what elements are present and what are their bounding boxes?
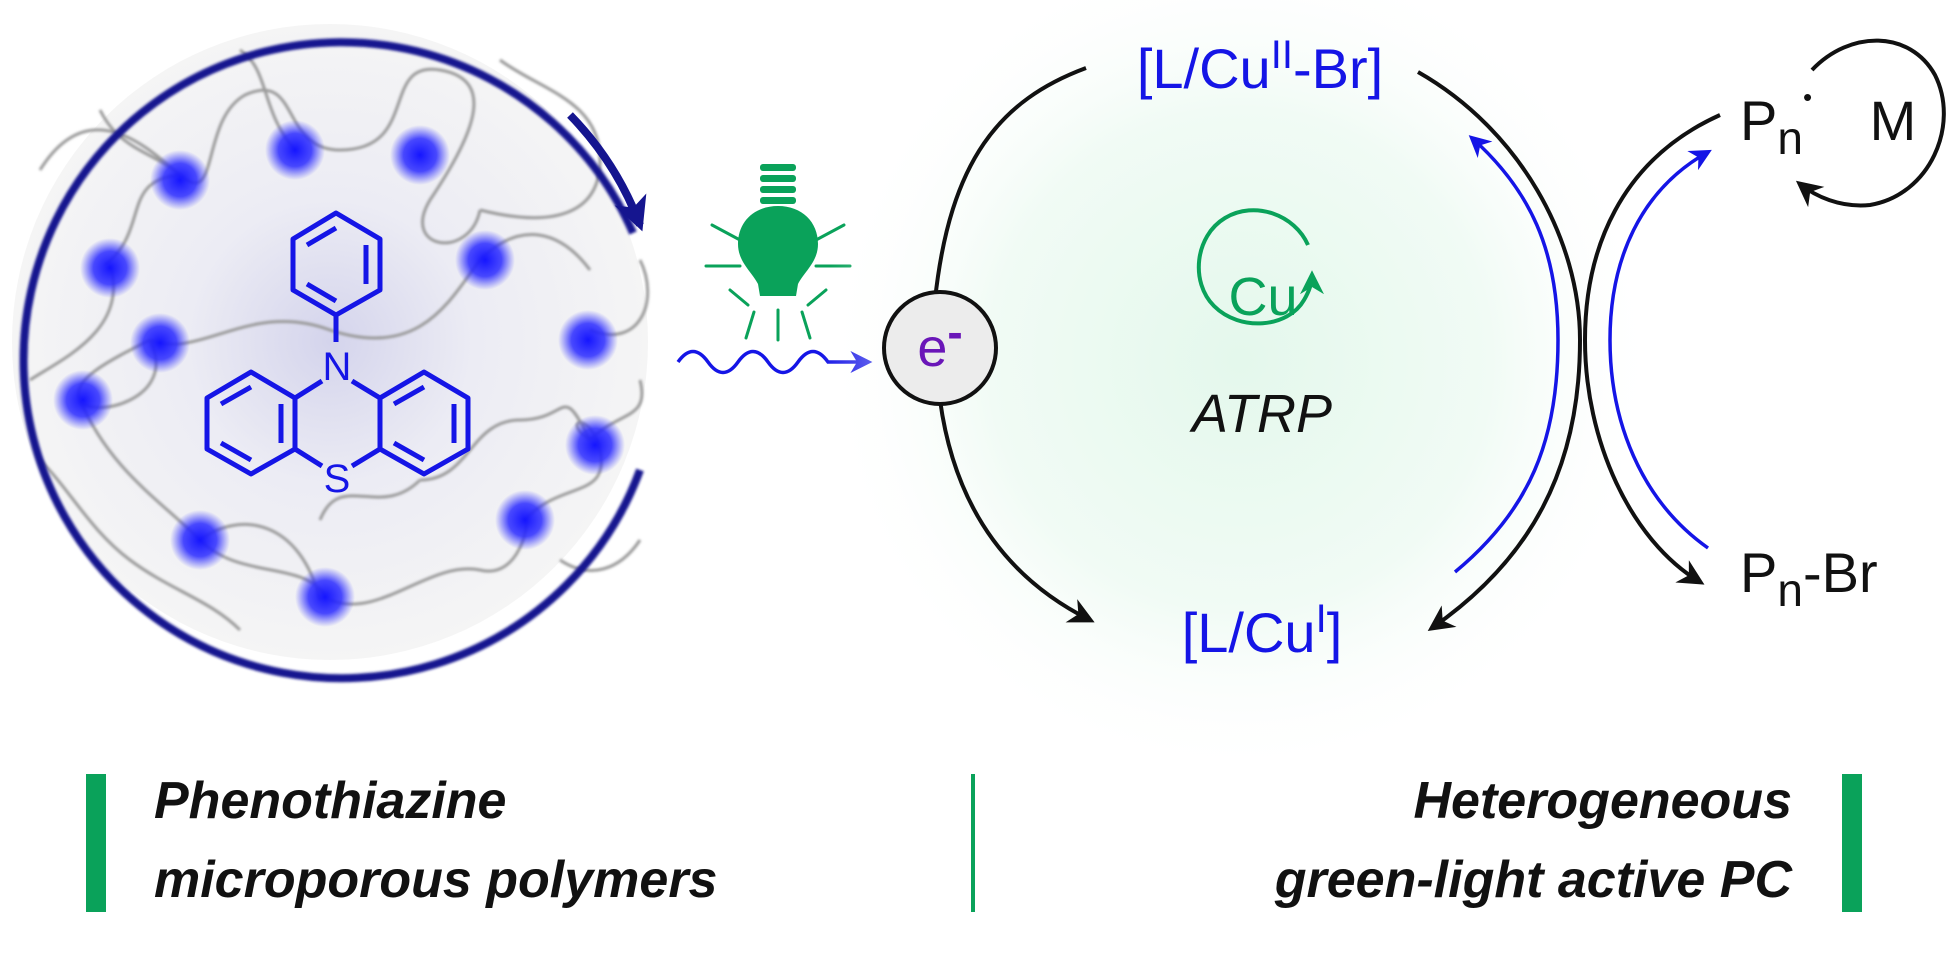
- cycle-metal-label: Cu: [1228, 267, 1297, 327]
- polymer-radical-label: Pn•: [1740, 82, 1812, 164]
- chromophore-dot: [150, 150, 210, 210]
- caption-left-line2: microporous polymers: [154, 851, 717, 909]
- caption-right-line2: green-light active PC: [1274, 851, 1794, 909]
- phenothiazine-molecule: [204, 210, 471, 477]
- propagation-loop: [1795, 38, 1946, 208]
- chromophore-dot: [53, 370, 113, 430]
- chromophore-dot: [495, 490, 555, 550]
- cycle-arc-right-black: [1417, 70, 1583, 631]
- chromophore-dot: [295, 567, 355, 627]
- cycle-atrp-label: ATRP: [1189, 384, 1332, 444]
- nitrogen-atom: N: [323, 345, 352, 389]
- circular-arrow-icon: [1196, 208, 1324, 326]
- exchange-arc-black: [1582, 113, 1721, 585]
- svg-text:e-: e-: [917, 306, 962, 378]
- sphere-outline: [19, 38, 644, 683]
- catalyst-cuII-label: [L/CuII-Br]: [1137, 33, 1383, 100]
- catalyst-cuI-label: [L/CuI]: [1182, 597, 1343, 664]
- chromophore-dots: [53, 120, 625, 627]
- exchange-arc-blue: [1608, 149, 1712, 550]
- left-accent-bar: [86, 774, 106, 912]
- cycle-arc-right-blue: [1453, 135, 1560, 574]
- cycle-arc-top-left: [933, 66, 1087, 301]
- chromophore-dot: [455, 230, 515, 290]
- polymer-sphere: [12, 24, 650, 683]
- sphere-outline-arrow: [567, 112, 647, 232]
- electron-badge: e-: [882, 290, 998, 406]
- monomer-label: M: [1870, 89, 1917, 152]
- chromophore-dot: [130, 313, 190, 373]
- dormant-polymer-label: Pn-Br: [1740, 541, 1878, 616]
- chromophore-dot: [265, 120, 325, 180]
- chromophore-dot: [390, 125, 450, 185]
- cycle-glow: [820, 0, 1660, 780]
- chromophore-dot: [558, 310, 618, 370]
- cycle-arc-bottom-left: [938, 399, 1095, 623]
- caption-left-line1: Phenothiazine: [154, 772, 506, 830]
- chromophore-dot: [170, 510, 230, 570]
- sulfur-atom: S: [324, 457, 351, 501]
- chromophore-dot: [80, 238, 140, 298]
- caption-right-line1: Heterogeneous: [1413, 772, 1792, 830]
- electron-symbol: e: [917, 318, 947, 378]
- chromophore-dot: [565, 415, 625, 475]
- electron-charge: -: [947, 306, 962, 358]
- right-accent-bar: [1842, 774, 1862, 912]
- wavy-photon-arrow-icon: [676, 349, 873, 375]
- center-divider: [971, 774, 975, 912]
